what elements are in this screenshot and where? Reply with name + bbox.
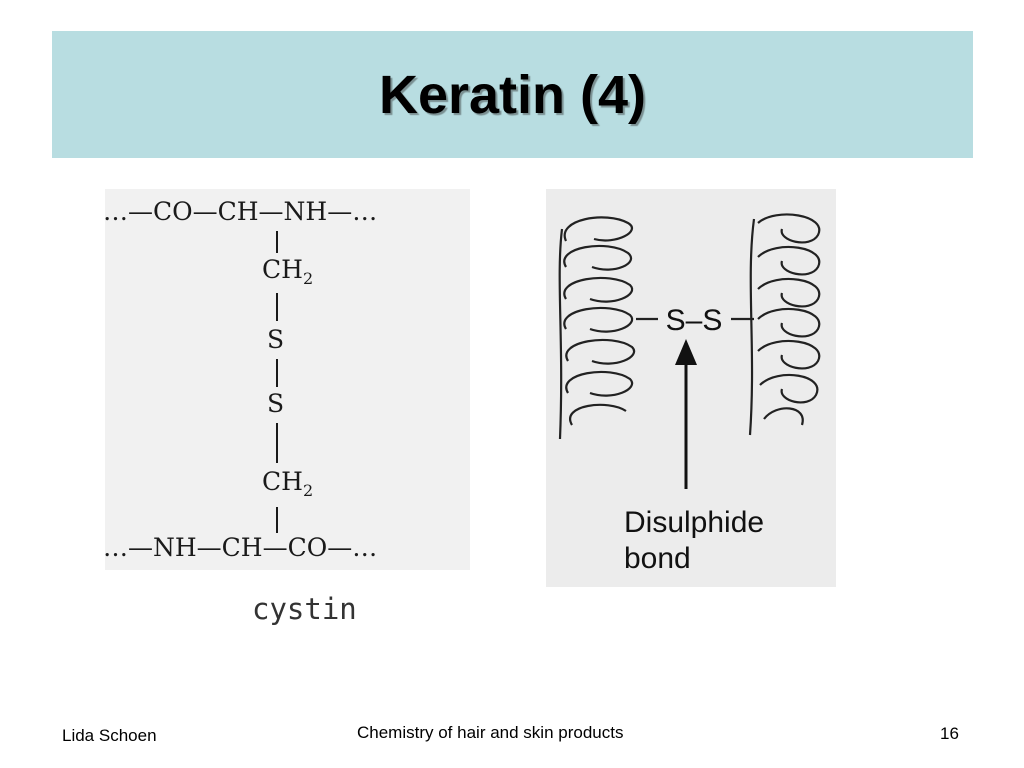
top-peptide-chain: …—CO—CH—NH—… xyxy=(103,197,378,226)
sulfur-atom-2: S xyxy=(267,389,285,418)
disulphide-bond-figure: S–S Disulphide bond xyxy=(546,189,836,587)
cystine-structure-figure: …—CO—CH—NH—… CH2 S S CH2 …—NH—CH—CO—… xyxy=(103,189,470,570)
helix-diagram: S–S xyxy=(558,213,821,489)
bond-line xyxy=(276,231,278,253)
disulphide-bond-text: S–S xyxy=(666,304,723,337)
bond-line xyxy=(276,507,278,533)
footer-course: Chemistry of hair and skin products xyxy=(357,723,624,742)
disulphide-label: Disulphide bond xyxy=(624,505,764,577)
label-line-1: Disulphide xyxy=(624,506,765,539)
left-helix xyxy=(558,216,636,440)
footer-author: Lida Schoen xyxy=(62,726,157,745)
ch2-bottom: CH2 xyxy=(262,467,314,500)
right-helix xyxy=(748,213,821,436)
title-bar: Keratin (4) xyxy=(52,31,973,158)
bond-line xyxy=(276,423,278,463)
sulfur-atom-1: S xyxy=(267,325,285,354)
slide-title: Keratin (4) xyxy=(378,64,647,125)
bond-line xyxy=(276,359,278,387)
label-line-2: bond xyxy=(624,542,691,575)
figure-caption: cystin xyxy=(252,592,357,626)
footer-page-number: 16 xyxy=(940,724,959,743)
arrow-up-icon xyxy=(675,339,697,365)
bond-line xyxy=(276,293,278,321)
bottom-peptide-chain: …—NH—CH—CO—… xyxy=(103,533,378,562)
ch2-top: CH2 xyxy=(262,255,314,288)
